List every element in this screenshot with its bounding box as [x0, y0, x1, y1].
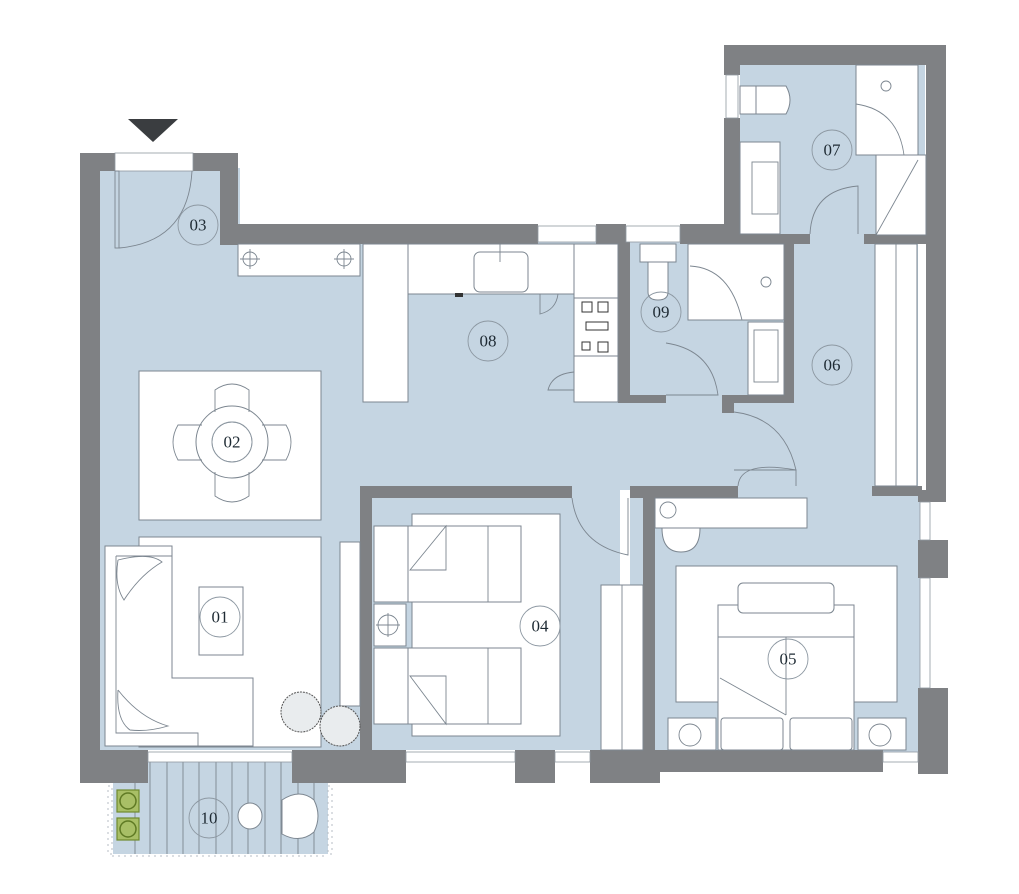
coffee-table: [198, 586, 244, 656]
kitchen: [362, 243, 619, 403]
room-label-08: 08: [467, 320, 509, 362]
room-label-04: 04: [519, 605, 561, 647]
entrance-arrow-icon: [128, 119, 178, 142]
bathroom: [739, 64, 927, 236]
tv-unit: [339, 541, 361, 707]
master-bedroom: [654, 466, 907, 751]
entrance-hall: [114, 170, 361, 277]
headboard: [373, 647, 409, 725]
room-label-10: 10: [188, 797, 230, 839]
pillow: [737, 582, 835, 614]
walls: [80, 45, 948, 783]
nightstand-icon: [667, 717, 717, 751]
shower-room-door: [665, 342, 719, 396]
bedroom-twin: [373, 497, 644, 751]
cooktop-icon: [573, 297, 619, 357]
balcony-deck: [107, 762, 333, 857]
chair-icon: [172, 424, 202, 461]
sofa-icon: [104, 545, 254, 747]
svg-text:03: 03: [190, 216, 207, 235]
bedroom-door: [571, 497, 629, 556]
shoe-cabinet: [237, 243, 361, 277]
svg-text:02: 02: [224, 433, 241, 452]
plant-icon: [280, 691, 322, 733]
living-room: [104, 536, 361, 748]
room-labels: 01 02 03 04 05 06 07 08 09 10: [177, 129, 853, 839]
entrance-door: [118, 170, 193, 249]
windows: [114, 74, 931, 763]
dining-area: [138, 370, 322, 521]
lamp-icon: [334, 249, 354, 269]
plant-icon: [319, 705, 361, 747]
nightstand-icon: [857, 717, 907, 751]
chair-icon: [214, 383, 250, 412]
room-label-03: 03: [177, 204, 219, 246]
svg-text:09: 09: [653, 303, 670, 322]
balcony-table-icon: [237, 802, 263, 830]
balcony-chair-icon: [281, 793, 319, 839]
room-label-01: 01: [199, 596, 241, 638]
svg-text:04: 04: [532, 617, 550, 636]
shower-icon: [687, 243, 785, 321]
cushion-icon: [116, 556, 163, 601]
corridor: [733, 243, 918, 487]
corridor-door: [733, 411, 797, 471]
room-label-05: 05: [767, 638, 809, 680]
shower-room: [639, 243, 785, 396]
kitchen-island: [362, 243, 409, 403]
bathroom-door: [809, 185, 859, 235]
svg-text:08: 08: [480, 332, 497, 351]
shower-icon: [855, 64, 919, 156]
svg-text:07: 07: [824, 141, 842, 160]
dining-table-icon: [195, 405, 269, 479]
headboard: [373, 525, 409, 603]
bathtub-icon: [875, 154, 927, 236]
bed-icon: [407, 647, 522, 725]
room-label-07: 07: [811, 129, 853, 171]
bed-icon: [407, 525, 522, 603]
room-label-02: 02: [211, 421, 253, 463]
desk-chair-icon: [661, 527, 701, 553]
svg-text:01: 01: [212, 608, 229, 627]
cushion-icon: [117, 689, 170, 731]
svg-text:10: 10: [201, 809, 218, 828]
room-label-09: 09: [640, 291, 682, 333]
lamp-icon: [240, 249, 260, 269]
chair-icon: [262, 424, 292, 461]
sink-icon: [473, 251, 529, 293]
svg-text:06: 06: [824, 356, 841, 375]
svg-text:05: 05: [780, 650, 797, 669]
room-label-06: 06: [811, 344, 853, 386]
toilet-icon: [755, 85, 791, 115]
chair-icon: [214, 472, 250, 503]
washbasin-icon: [739, 141, 781, 235]
washbasin-icon: [747, 321, 785, 396]
desk: [654, 497, 808, 529]
